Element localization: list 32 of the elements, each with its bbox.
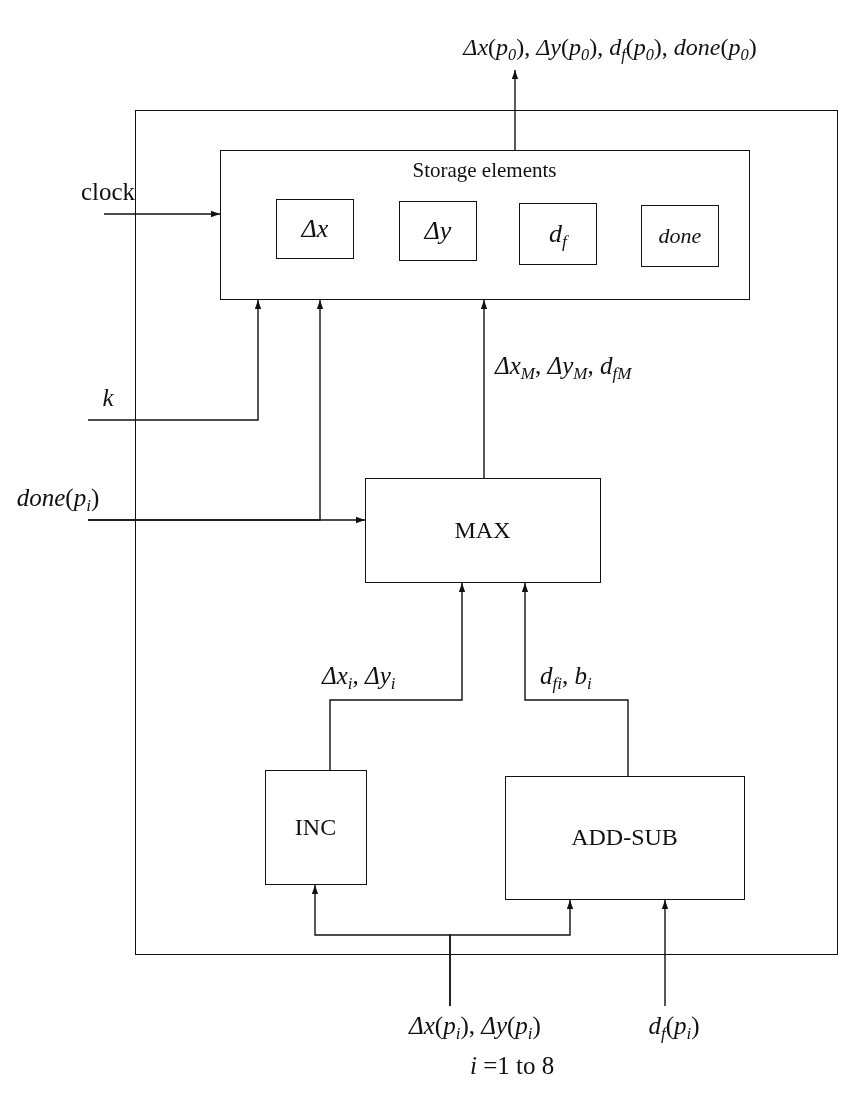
block-label: INC <box>294 813 337 841</box>
arrow <box>449 899 574 1007</box>
block-label: d$_{f}$ <box>549 219 567 249</box>
arrow <box>661 899 669 1007</box>
arrow <box>480 299 488 479</box>
block-box <box>264 769 367 885</box>
block-box <box>519 203 597 265</box>
block-label: Δy <box>424 216 452 246</box>
block-box <box>399 201 477 261</box>
arrow <box>329 582 466 771</box>
signal-label: d$_{f}$(p$_{i}$) <box>622 1006 726 1050</box>
arrow <box>521 582 629 777</box>
signal-label: Δx(p$_{i}$), Δy(p$_{i}$) <box>366 1006 584 1050</box>
block-label: Storage elements <box>412 158 557 182</box>
signal-label: done(p$_{i}$) <box>0 478 116 520</box>
block-box <box>641 205 719 267</box>
signal-label: clock <box>62 172 154 214</box>
block-label: Δx <box>301 214 329 244</box>
block-box <box>504 775 745 900</box>
block-label: MAX <box>454 516 511 544</box>
signal-label: Δx(p$_{0}$), Δy(p$_{0}$), d$_{f}$(p$_{0}$), done(p$_{0}$) <box>378 28 842 70</box>
arrow <box>103 210 221 218</box>
signal-label: k <box>88 378 128 420</box>
arrow <box>87 299 262 421</box>
block-box <box>219 149 750 300</box>
arrow <box>511 69 519 151</box>
block-label: done <box>658 223 702 249</box>
block-box <box>364 477 601 583</box>
arrow <box>87 516 366 524</box>
enclosure-box <box>135 110 838 955</box>
block-label: ADD-SUB <box>571 824 678 851</box>
block-box <box>276 199 354 259</box>
